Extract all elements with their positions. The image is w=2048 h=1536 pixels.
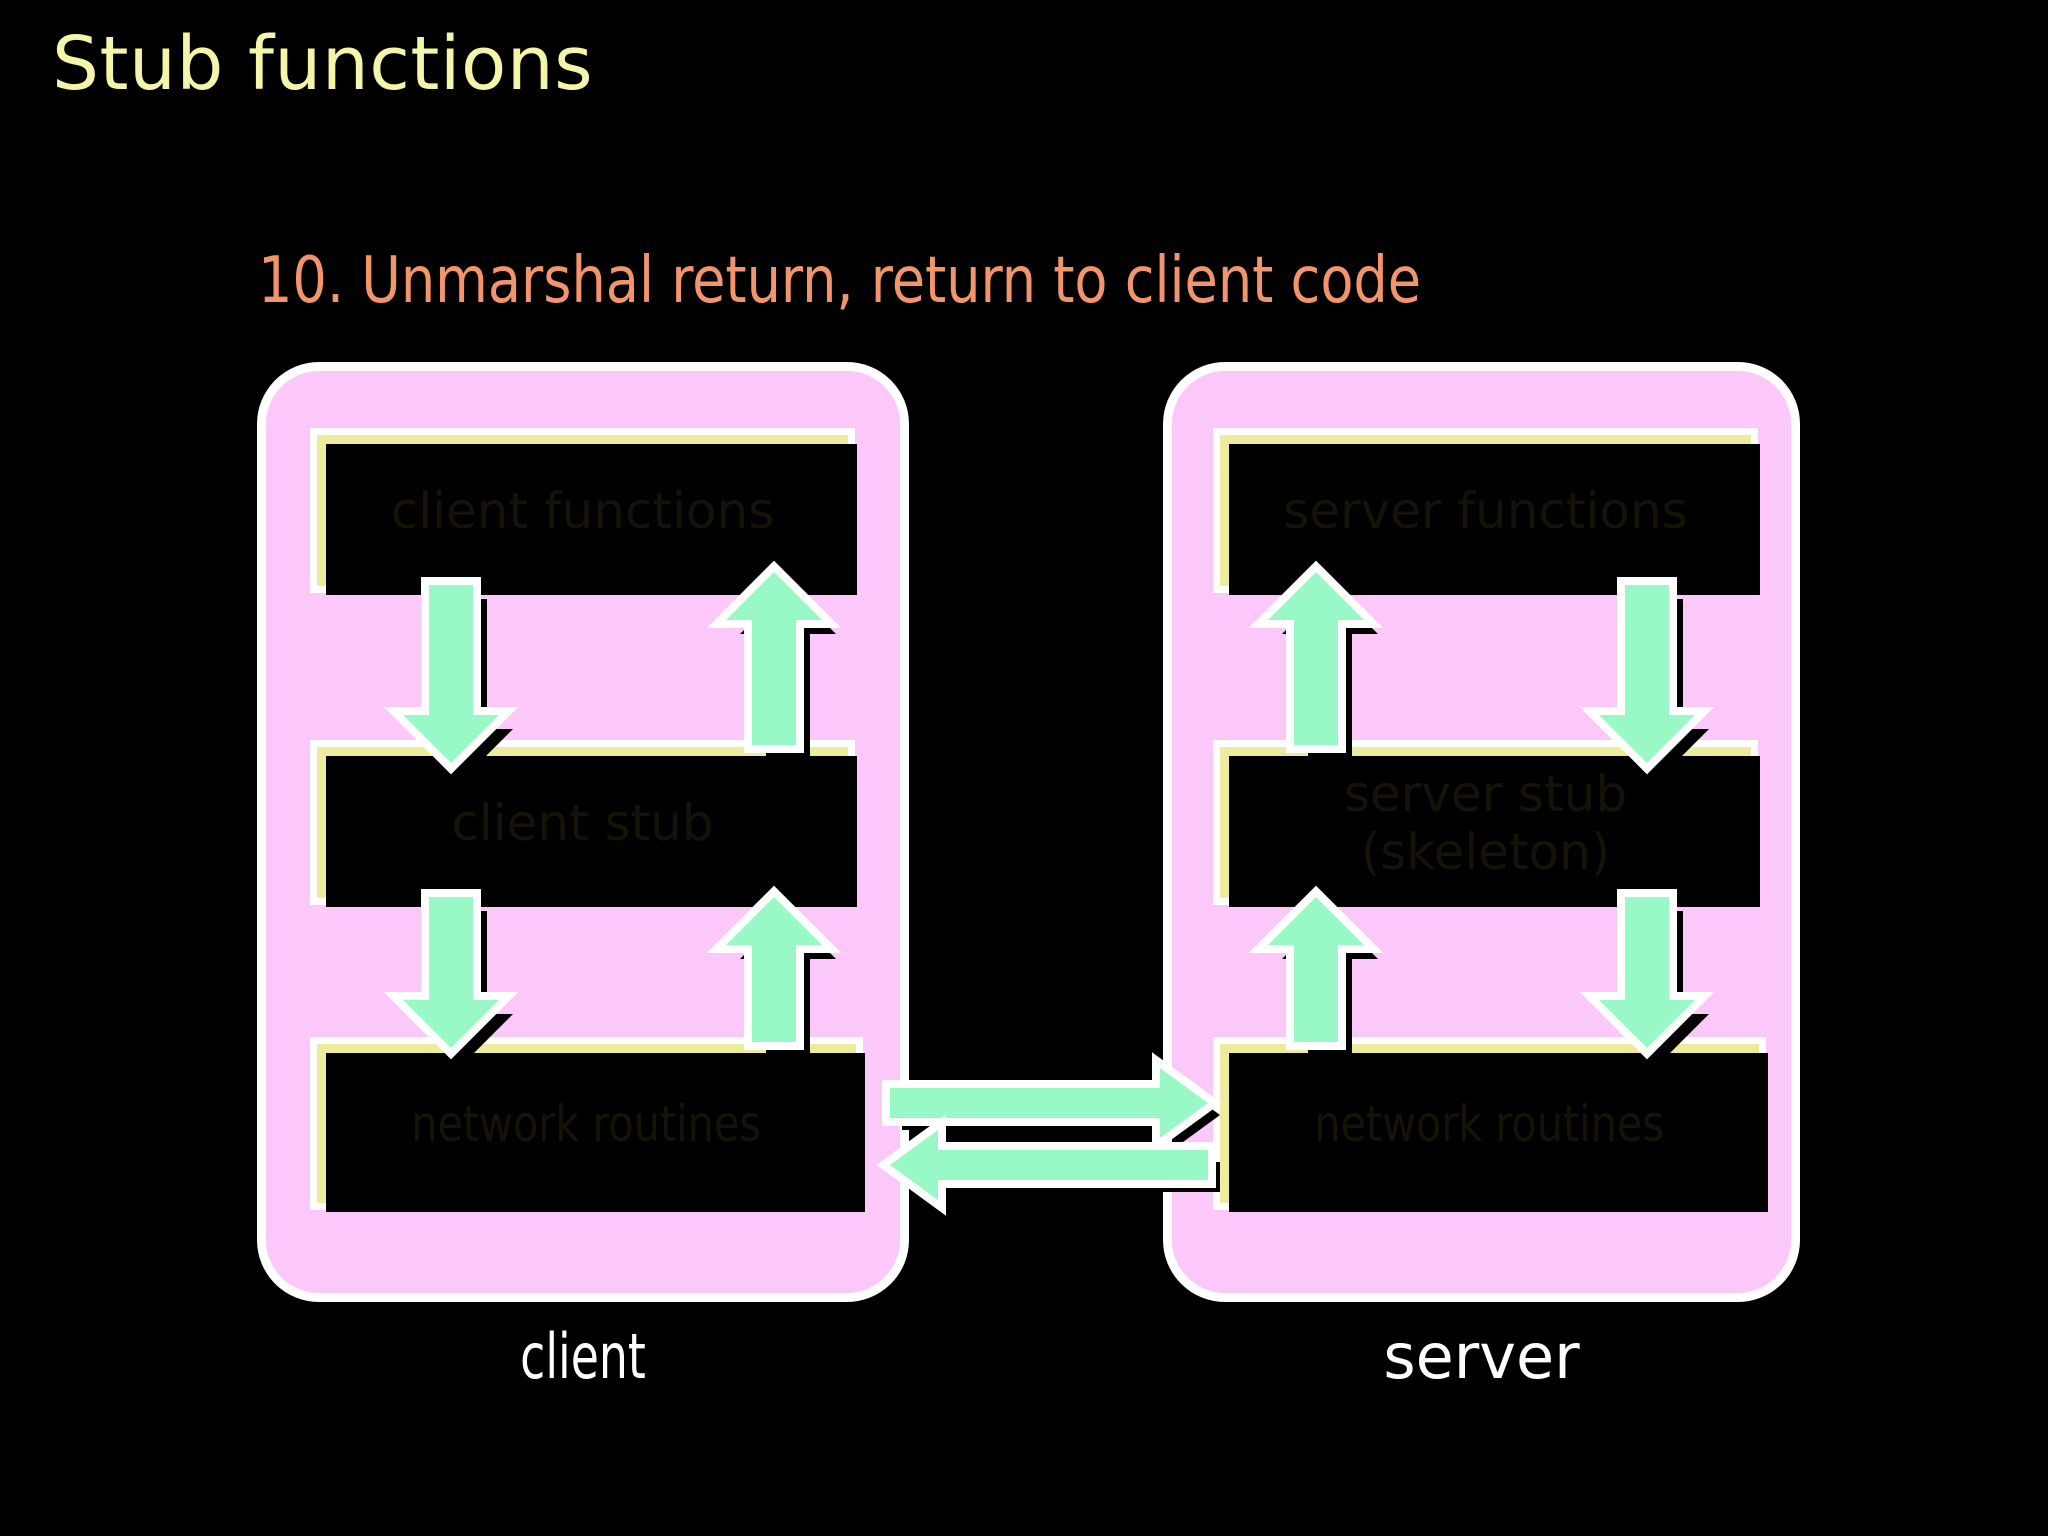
box-server-stub[interactable]: server stub (skeleton) [1213,740,1760,907]
box-client-network[interactable]: network routines [310,1037,865,1212]
page-title: Stub functions [52,21,594,107]
box-client-functions-label: client functions [390,481,775,540]
client-caption: client [520,1320,646,1393]
box-server-functions-label: server functions [1283,481,1688,540]
box-client-stub-label: client stub [451,793,714,852]
box-server-stub-label: server stub (skeleton) [1343,764,1628,881]
step-caption: 10. Unmarshal return, return to client c… [258,244,1422,318]
box-client-stub[interactable]: client stub [310,740,857,907]
box-client-network-label: network routines [411,1094,762,1153]
box-server-network-label: network routines [1314,1094,1665,1153]
box-server-functions[interactable]: server functions [1213,428,1760,595]
box-client-functions[interactable]: client functions [310,428,857,595]
box-server-network[interactable]: network routines [1213,1037,1768,1212]
server-caption: server [1383,1320,1580,1393]
